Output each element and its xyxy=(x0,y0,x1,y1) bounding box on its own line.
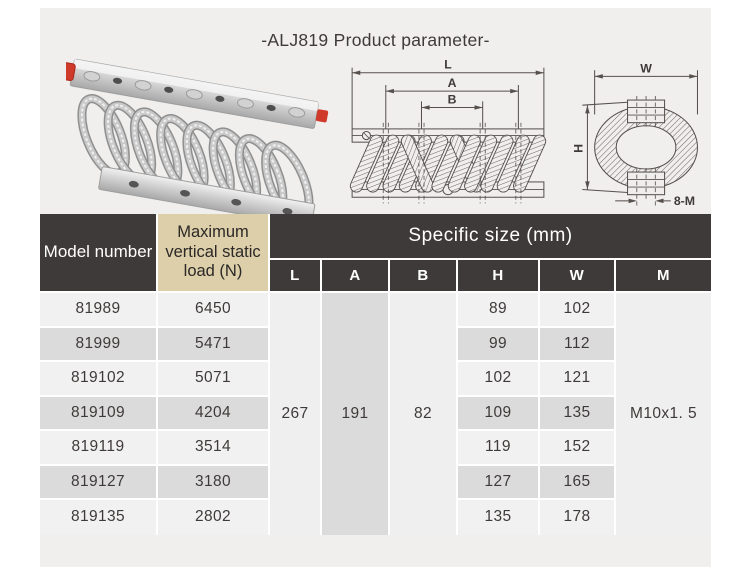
h-cell: 89 xyxy=(458,293,540,328)
model-cell: 819109 xyxy=(40,396,158,431)
dim-label-a: A xyxy=(448,76,457,90)
load-cell: 5471 xyxy=(158,327,270,362)
table-row: 81999 5471 99 112 xyxy=(40,327,711,362)
model-cell: 819127 xyxy=(40,465,158,500)
col-header-B: B xyxy=(390,260,458,293)
w-cell: 121 xyxy=(540,362,616,397)
front-view-drawing: L A B xyxy=(349,58,547,204)
col-header-W: W xyxy=(540,260,616,293)
model-cell: 81989 xyxy=(40,293,158,328)
shared-M-cell: M10x1. 5 xyxy=(616,293,712,535)
col-header-H: H xyxy=(458,260,540,293)
dim-label-b: B xyxy=(448,92,457,106)
load-cell: 3180 xyxy=(158,465,270,500)
page-title: -ALJ819 Product parameter- xyxy=(261,30,490,50)
w-cell: 152 xyxy=(540,431,616,466)
max-load-header: Maximum vertical static load (N) xyxy=(158,214,270,293)
model-number-header: Model number xyxy=(40,214,158,293)
model-cell: 81999 xyxy=(40,327,158,362)
h-cell: 119 xyxy=(458,431,540,466)
w-cell: 135 xyxy=(540,396,616,431)
load-cell: 5071 xyxy=(158,362,270,397)
model-cell: 819119 xyxy=(40,431,158,466)
load-cell: 6450 xyxy=(158,293,270,328)
load-cell: 4204 xyxy=(158,396,270,431)
dim-label-l: L xyxy=(444,58,452,72)
red-end-cap-right xyxy=(315,109,329,123)
model-cell: 819102 xyxy=(40,362,158,397)
isolator-assembly xyxy=(66,58,329,220)
spec-table: Model number Maximum vertical static loa… xyxy=(40,214,712,535)
table-row: 819127 3180 127 165 xyxy=(40,465,711,500)
shared-B-cell: 82 xyxy=(390,293,458,535)
col-header-M: M xyxy=(616,260,712,293)
h-cell: 99 xyxy=(458,327,540,362)
w-cell: 102 xyxy=(540,293,616,328)
table-row: 819119 3514 119 152 xyxy=(40,431,711,466)
model-cell: 819135 xyxy=(40,500,158,535)
shared-A-cell: 191 xyxy=(322,293,390,535)
ring-clamps xyxy=(627,95,666,208)
dim-label-w: W xyxy=(640,61,652,75)
table-row: 819135 2802 135 178 xyxy=(40,500,711,535)
specific-size-header: Specific size (mm) xyxy=(270,214,712,260)
table-row: 819102 5071 102 121 xyxy=(40,362,711,397)
load-cell: 2802 xyxy=(158,500,270,535)
dim-label-h: H xyxy=(572,144,585,153)
red-end-cap xyxy=(66,60,76,82)
w-cell: 165 xyxy=(540,465,616,500)
col-header-A: A xyxy=(322,260,390,293)
front-wire-loops xyxy=(349,134,547,193)
wire-ring xyxy=(594,105,699,190)
bolt-callout: 8-M xyxy=(615,194,695,208)
table-row: 819109 4204 109 135 xyxy=(40,396,711,431)
col-header-L: L xyxy=(270,260,322,293)
h-cell: 127 xyxy=(458,465,540,500)
dim-label-bolt: 8-M xyxy=(674,194,695,208)
side-view-drawing: W H 8-M xyxy=(572,61,699,208)
shared-L-cell: 267 xyxy=(270,293,322,535)
h-cell: 109 xyxy=(458,396,540,431)
front-clamp-lines xyxy=(382,122,522,204)
arrowheads xyxy=(352,70,544,110)
content-card: -ALJ819 Product parameter- xyxy=(40,8,712,567)
product-photo xyxy=(66,58,329,220)
top-rail xyxy=(66,58,329,129)
table-row: 81989 6450 267 191 82 89 102 M10x1. 5 xyxy=(40,293,712,535)
load-cell: 3514 xyxy=(158,431,270,466)
h-cell: 102 xyxy=(458,362,540,397)
h-cell: 135 xyxy=(458,500,540,535)
w-cell: 112 xyxy=(540,327,616,362)
w-cell: 178 xyxy=(540,500,616,535)
